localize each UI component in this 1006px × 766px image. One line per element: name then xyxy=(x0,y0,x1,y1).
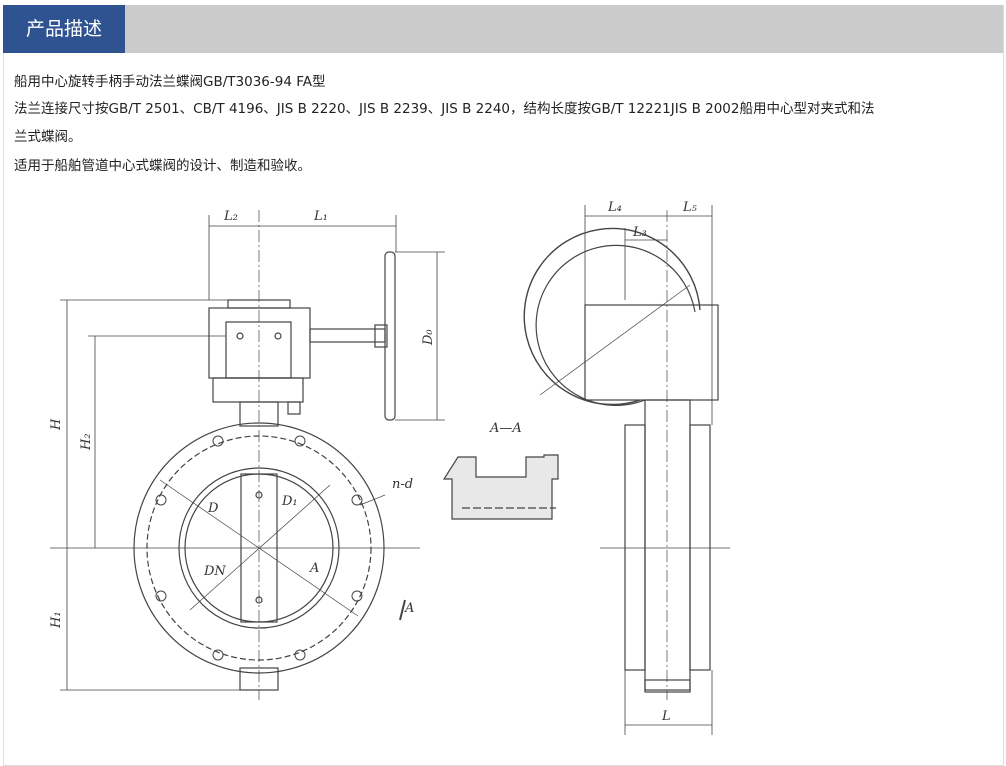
label-n-d: n-d xyxy=(392,477,413,492)
dimension-lines xyxy=(60,215,445,691)
label-A-bottom: A xyxy=(404,601,414,616)
label-A-top: A xyxy=(309,561,319,576)
label-DN: DN xyxy=(203,564,226,579)
label-L: L xyxy=(661,709,671,724)
section-header: 产品描述 xyxy=(3,5,1003,53)
label-L2: L₂ xyxy=(223,209,238,224)
label-L4: L₄ xyxy=(607,200,622,215)
label-section-A-A: A—A xyxy=(489,421,522,436)
label-L3: L₃ xyxy=(632,225,647,240)
side-view xyxy=(523,205,730,735)
desc-line-4: 适用于船舶管道中心式蝶阀的设计、制造和验收。 xyxy=(14,158,311,174)
label-H1: H₁ xyxy=(49,611,64,629)
desc-line-1: 船用中心旋转手柄手动法兰蝶阀GB/T3036-94 FA型 xyxy=(14,74,326,90)
label-L1: L₁ xyxy=(313,209,328,224)
tab-product-description[interactable]: 产品描述 xyxy=(3,5,125,53)
label-D0: D₀ xyxy=(421,329,436,346)
label-H2: H₂ xyxy=(79,433,94,451)
valve-drawing: L₂ L₁ D₀ H H₂ H₁ D D₁ DN n-d A A A—A L₄ … xyxy=(49,200,730,735)
label-H: H xyxy=(49,418,64,431)
label-L5: L₅ xyxy=(682,200,698,215)
label-D1: D₁ xyxy=(281,494,298,509)
label-D: D xyxy=(207,501,219,516)
desc-line-2: 法兰连接尺寸按GB/T 2501、CB/T 4196、JIS B 2220、JI… xyxy=(14,101,875,117)
front-view xyxy=(50,210,420,700)
section-a-a xyxy=(442,454,559,520)
desc-line-3: 兰式蝶阀。 xyxy=(14,129,82,145)
